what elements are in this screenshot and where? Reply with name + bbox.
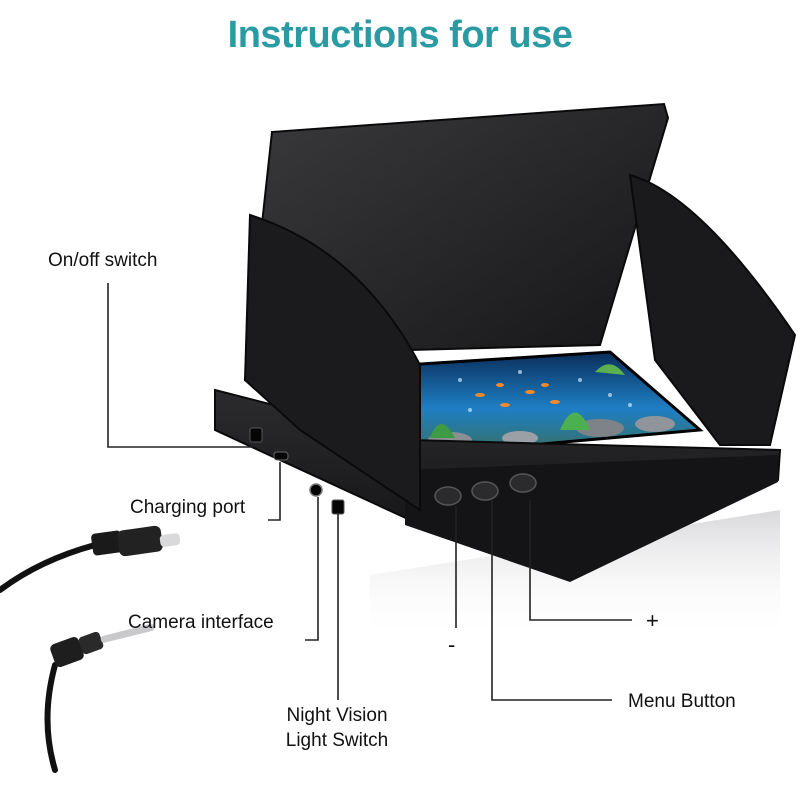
usb-c-cable	[0, 525, 181, 593]
label-camera-interface: Camera interface	[128, 612, 274, 633]
device-front-face	[405, 455, 778, 582]
label-charging-port: Charging port	[130, 497, 246, 518]
callout-charging	[268, 462, 281, 521]
callout-plus	[529, 500, 632, 621]
onoff-switch-port	[249, 427, 263, 443]
label-plus: +	[646, 608, 659, 633]
charging-port-slot	[273, 451, 289, 461]
camera-interface-jack	[309, 483, 323, 497]
menu-button-icon	[471, 481, 499, 501]
right-sunshade	[628, 173, 797, 446]
minus-button-icon	[434, 486, 462, 506]
callout-onoff	[107, 283, 253, 448]
label-night-vision: Night Vision Light Switch	[262, 703, 412, 753]
label-onoff-switch: On/off switch	[48, 250, 158, 271]
label-night-vision-line2: Light Switch	[285, 730, 389, 751]
audio-jack-cable	[44, 623, 155, 773]
left-sunshade	[243, 213, 421, 512]
callout-menu	[491, 500, 612, 701]
label-night-vision-line1: Night Vision	[286, 705, 388, 726]
page-title: Instructions for use	[227, 14, 573, 56]
callout-lines	[107, 283, 632, 701]
label-menu-button: Menu Button	[628, 691, 736, 712]
night-vision-switch-port	[331, 499, 345, 515]
label-minus: -	[448, 632, 456, 657]
monitor-screen	[403, 350, 704, 457]
callout-camera	[305, 497, 319, 641]
plus-button-icon	[509, 473, 537, 493]
